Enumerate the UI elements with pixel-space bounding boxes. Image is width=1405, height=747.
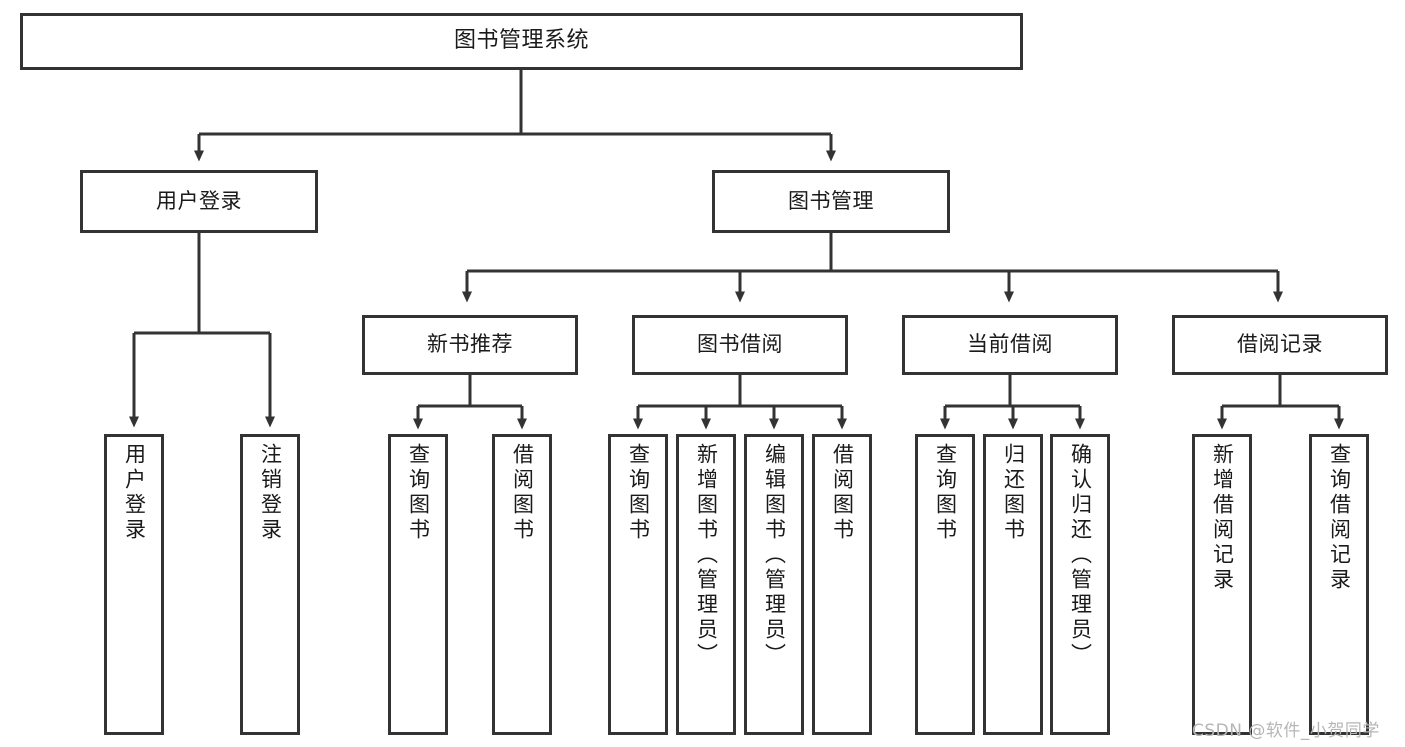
leaf-current-return-book[interactable]: 归还图书 [983,434,1043,735]
watermark-text: CSDN @软件_小贺同学 [1192,721,1380,741]
node-borrow-records-label: 借阅记录 [1237,332,1323,357]
leaf-borrow-query-book[interactable]: 查询图书 [608,434,668,735]
node-user-login[interactable]: 用户登录 [80,170,318,233]
node-new-book-recommend[interactable]: 新书推荐 [362,315,578,375]
node-current-borrow-label: 当前借阅 [967,332,1053,357]
node-book-management[interactable]: 图书管理 [712,170,950,233]
leaf-borrow-edit-book[interactable]: 编辑图书（管理员） [744,434,804,735]
leaf-records-query-record-label: 查询借阅记录 [1327,443,1352,593]
leaf-borrow-add-book[interactable]: 新增图书（管理员） [676,434,736,735]
node-borrow-records[interactable]: 借阅记录 [1172,315,1388,375]
leaf-borrow-add-book-label: 新增图书（管理员） [694,443,719,668]
node-new-book-recommend-label: 新书推荐 [427,332,513,357]
leaf-records-add-record-label: 新增借阅记录 [1210,443,1235,593]
leaf-new-book-borrow[interactable]: 借阅图书 [492,434,552,735]
node-root-label: 图书管理系统 [453,28,589,54]
leaf-borrow-edit-book-label: 编辑图书（管理员） [762,443,787,668]
leaf-new-book-borrow-label: 借阅图书 [510,443,535,543]
leaf-current-query-book[interactable]: 查询图书 [915,434,975,735]
leaf-records-query-record[interactable]: 查询借阅记录 [1309,434,1369,735]
node-user-login-label: 用户登录 [156,188,242,213]
leaf-borrow-query-book-label: 查询图书 [626,443,651,543]
leaf-user-login-signin-label: 用户登录 [122,443,147,543]
leaf-new-book-query[interactable]: 查询图书 [388,434,448,735]
node-book-borrow-label: 图书借阅 [697,332,783,357]
node-root-system[interactable]: 图书管理系统 [20,13,1023,70]
leaf-user-login-signin[interactable]: 用户登录 [104,434,164,735]
leaf-new-book-query-label: 查询图书 [406,443,431,543]
leaf-user-login-signout-label: 注销登录 [258,443,283,543]
leaf-current-confirm-return[interactable]: 确认归还（管理员） [1050,434,1110,735]
leaf-borrow-borrow-book-label: 借阅图书 [830,443,855,543]
leaf-records-add-record[interactable]: 新增借阅记录 [1192,434,1252,735]
leaf-current-query-book-label: 查询图书 [933,443,958,543]
node-current-borrow[interactable]: 当前借阅 [902,315,1118,375]
leaf-user-login-signout[interactable]: 注销登录 [240,434,300,735]
leaf-current-return-book-label: 归还图书 [1001,443,1026,543]
leaf-borrow-borrow-book[interactable]: 借阅图书 [812,434,872,735]
node-book-borrow[interactable]: 图书借阅 [632,315,848,375]
node-book-management-label: 图书管理 [788,188,874,213]
leaf-current-confirm-return-label: 确认归还（管理员） [1068,443,1093,668]
